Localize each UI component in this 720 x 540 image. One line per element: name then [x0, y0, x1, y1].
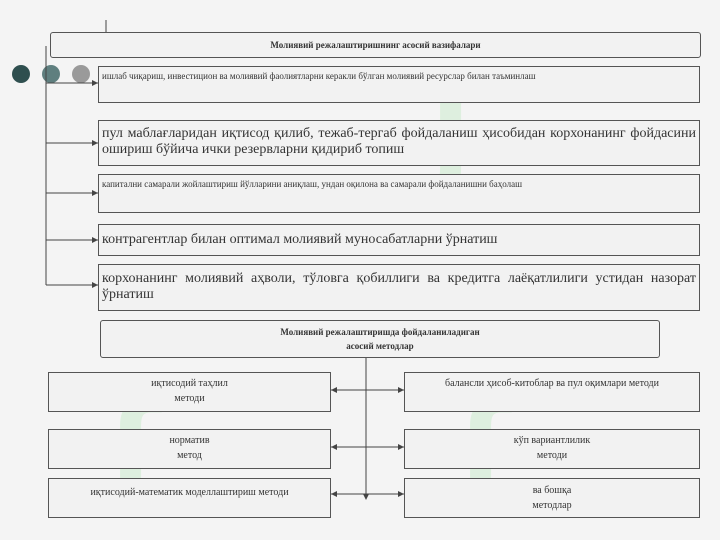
- methods-title-line2: асосий методлар: [346, 341, 414, 351]
- decor-dot-3: [72, 65, 90, 83]
- method-left-2-line1: норматив: [169, 435, 210, 446]
- method-left-1-line2: методи: [174, 393, 205, 404]
- function-box-2: пул маблағларидан иқтисод қилиб, тежаб-т…: [98, 120, 700, 166]
- function-box-5: корхонанинг молиявий аҳволи, тўловга қоб…: [98, 264, 700, 311]
- method-right-2-line1: кўп вариантлилик: [513, 435, 591, 446]
- method-right-3-line2: методлар: [532, 500, 572, 511]
- method-box-left-2: норматив метод: [48, 429, 331, 469]
- top-title-banner: Молиявий режалаштиришнинг асосий вазифал…: [50, 32, 701, 58]
- decor-dot-1: [12, 65, 30, 83]
- method-box-right-2: кўп вариантлилик методи: [404, 429, 700, 469]
- function-box-3: капитални самарали жойлаштириш йўлларини…: [98, 174, 700, 213]
- method-right-2-line2: методи: [536, 450, 568, 461]
- method-left-3-line1: иқтисодий-математик моделлаштириш методи: [90, 487, 289, 498]
- method-box-left-1: иқтисодий таҳлил методи: [48, 372, 331, 412]
- methods-title-banner: Молиявий режалаштиришда фойдаланиладиган…: [100, 320, 660, 358]
- top-title-text: Молиявий режалаштиришнинг асосий вазифал…: [270, 40, 481, 50]
- function-text-2: пул маблағларидан иқтисод қилиб, тежаб-т…: [102, 126, 696, 158]
- method-box-left-3: иқтисодий-математик моделлаштириш методи: [48, 478, 331, 518]
- function-text-5: корхонанинг молиявий аҳволи, тўловга қоб…: [102, 271, 696, 303]
- methods-title-line1: Молиявий режалаштиришда фойдаланиладиган: [280, 327, 480, 337]
- function-box-1: ишлаб чиқариш, инвестицион ва молиявий ф…: [98, 66, 700, 103]
- method-left-2-line2: метод: [177, 450, 202, 461]
- method-right-1-line1: балансли ҳисоб-китоблар ва пул оқимлари …: [444, 378, 659, 389]
- method-box-right-3: ва бошқа методлар: [404, 478, 700, 518]
- method-box-right-1: балансли ҳисоб-китоблар ва пул оқимлари …: [404, 372, 700, 412]
- function-box-4: контрагентлар билан оптимал молиявий мун…: [98, 224, 700, 256]
- function-text-4: контрагентлар билан оптимал молиявий мун…: [102, 232, 498, 247]
- method-left-1-line1: иқтисодий таҳлил: [151, 378, 228, 389]
- function-text-3: капитални самарали жойлаштириш йўлларини…: [102, 179, 523, 189]
- method-right-3-line1: ва бошқа: [532, 485, 572, 496]
- function-text-1: ишлаб чиқариш, инвестицион ва молиявий ф…: [102, 71, 536, 81]
